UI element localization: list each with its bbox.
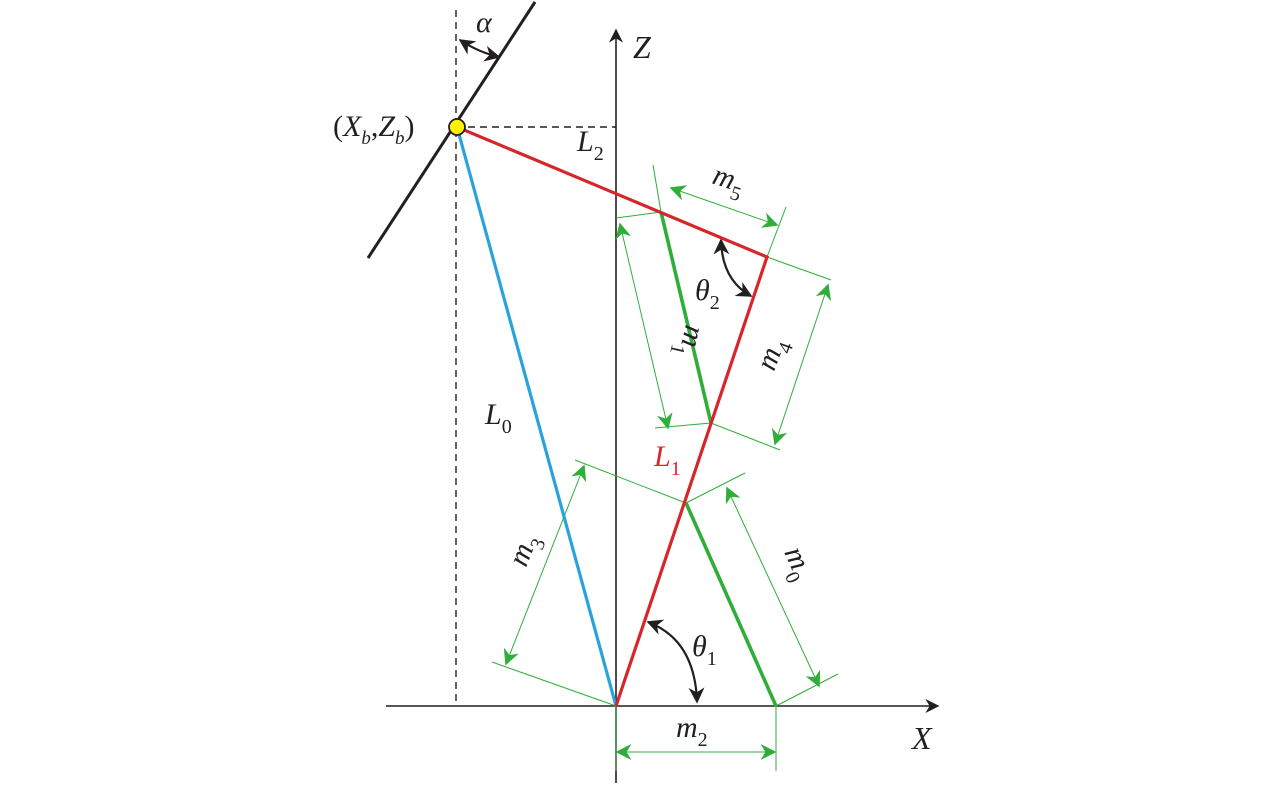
link-L0-blue — [455, 126, 618, 707]
extension-lines — [491, 164, 839, 771]
theta2-angle-arc — [713, 238, 753, 297]
label-m4: m4 — [750, 333, 798, 376]
theta1-angle-arc — [646, 619, 705, 704]
dim-m1 — [615, 222, 673, 430]
label-m0: m0 — [771, 541, 820, 586]
z-axis-label: Z — [633, 29, 652, 65]
link-L1-L2-red — [456, 125, 769, 707]
label-m5: m5 — [707, 158, 749, 206]
label-L0: L0 — [484, 398, 512, 438]
label-theta2: θ2 — [695, 274, 720, 314]
label-L2: L2 — [576, 125, 604, 165]
label-m3: m3 — [502, 529, 551, 573]
alpha-angle-arc — [458, 39, 501, 62]
point-coordinate-label: (Xb,Zb) — [333, 110, 415, 149]
label-L1: L1 — [653, 440, 681, 480]
dim-m3 — [503, 464, 587, 666]
label-theta1: θ1 — [692, 630, 717, 670]
pivot-point-xb-zb — [448, 118, 466, 136]
dimension-arrows — [503, 185, 832, 760]
x-axis-label: X — [910, 720, 933, 756]
link-m0-green — [684, 502, 778, 707]
label-m2: m2 — [676, 711, 708, 751]
dim-m0 — [725, 486, 821, 688]
dim-m4 — [771, 283, 832, 446]
label-m1: m1 — [665, 321, 711, 361]
alpha-label: α — [476, 6, 493, 39]
dim-m5 — [669, 185, 779, 228]
link-m1-green — [659, 211, 713, 424]
